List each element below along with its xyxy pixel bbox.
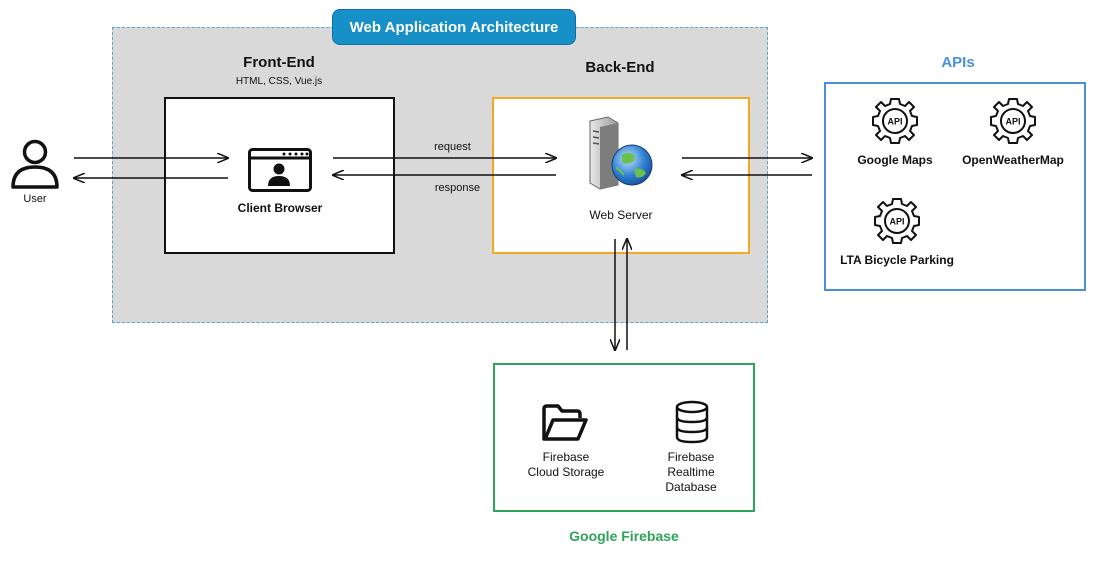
frontend-tech: HTML, CSS, Vue.js	[235, 76, 323, 87]
diagram-title: Web Application Architecture	[332, 9, 576, 45]
apis-box	[824, 82, 1086, 291]
api-label: API	[887, 117, 902, 127]
api-gear-icon: API	[872, 98, 918, 144]
database-icon	[675, 400, 709, 444]
api-label: API	[889, 217, 904, 227]
client-browser-icon	[248, 148, 312, 192]
web-server-label: Web Server	[589, 208, 653, 222]
firebase-database-line-2: Realtime	[667, 465, 715, 479]
api-google-maps-label: Google Maps	[857, 153, 933, 167]
firebase-storage-label: Firebase Cloud Storage	[516, 450, 616, 480]
api-lta-bicycle-parking-label: LTA Bicycle Parking	[840, 253, 954, 267]
api-gear-icon: API	[874, 198, 920, 244]
request-label: request	[434, 141, 471, 153]
firebase-storage-line-2: Cloud Storage	[527, 465, 605, 479]
apis-heading: APIs	[941, 54, 975, 71]
api-label: API	[1005, 117, 1020, 127]
firebase-storage-line-1: Firebase	[542, 450, 590, 464]
client-browser-label: Client Browser	[237, 201, 323, 215]
firebase-heading: Google Firebase	[569, 528, 679, 544]
firebase-database-line-3: Database	[665, 480, 717, 494]
web-server-icon	[589, 116, 653, 190]
user-label: User	[23, 193, 47, 205]
folder-icon	[542, 404, 588, 441]
firebase-box	[493, 363, 755, 512]
frontend-heading: Front-End	[243, 54, 315, 71]
api-openweathermap-label: OpenWeatherMap	[962, 153, 1064, 167]
backend-heading: Back-End	[585, 59, 655, 76]
api-gear-icon: API	[990, 98, 1036, 144]
firebase-database-line-1: Firebase	[667, 450, 715, 464]
response-label: response	[434, 182, 481, 194]
user-icon	[11, 139, 59, 189]
firebase-database-label: Firebase Realtime Database	[641, 450, 741, 495]
